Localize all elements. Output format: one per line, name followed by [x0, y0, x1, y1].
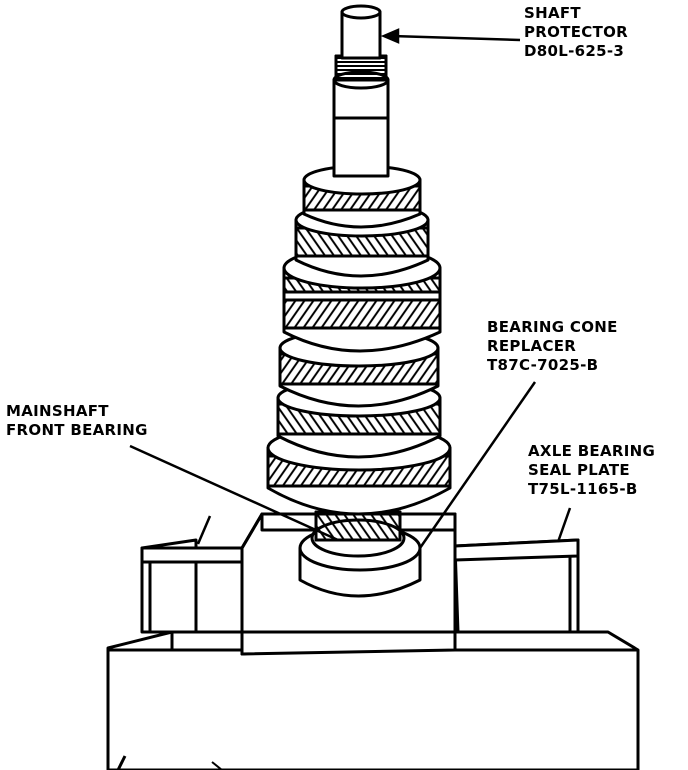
label-line: D80L-625-3 — [524, 42, 625, 60]
label-shaft-protector: SHAFT PROTECTOR D80L-625-3 — [524, 4, 628, 61]
mainshaft — [332, 54, 390, 178]
label-axle-bearing-seal-plate: AXLE BEARING SEAL PLATE T75L-1165-B — [528, 442, 655, 499]
label-line: T87C-7025-B — [487, 356, 599, 374]
label-line: PROTECTOR — [524, 23, 629, 41]
label-line: BEARING CONE — [487, 318, 618, 336]
mainshaft-front-bearing — [310, 510, 406, 558]
label-line: AXLE BEARING — [528, 442, 656, 460]
leader-seal-plate-left — [196, 515, 212, 545]
arrow-shaft-protector — [380, 28, 400, 44]
shaft-protector — [340, 4, 382, 60]
label-line: SHAFT — [524, 4, 581, 22]
leader-mainshaft-bearing — [129, 444, 339, 542]
label-line: FRONT BEARING — [6, 421, 148, 439]
label-mainshaft-front-bearing: MAINSHAFT FRONT BEARING — [6, 402, 148, 440]
leader-seal-plate — [556, 507, 572, 543]
label-line: REPLACER — [487, 337, 577, 355]
label-line: T75L-1165-B — [528, 480, 638, 498]
leader-shaft-protector — [391, 34, 521, 42]
label-bearing-cone-replacer: BEARING CONE REPLACER T87C-7025-B — [487, 318, 618, 375]
leader-bearing-cone — [418, 381, 537, 549]
label-line: SEAL PLATE — [528, 461, 630, 479]
label-line: MAINSHAFT — [6, 402, 109, 420]
gear-stack — [266, 164, 452, 516]
